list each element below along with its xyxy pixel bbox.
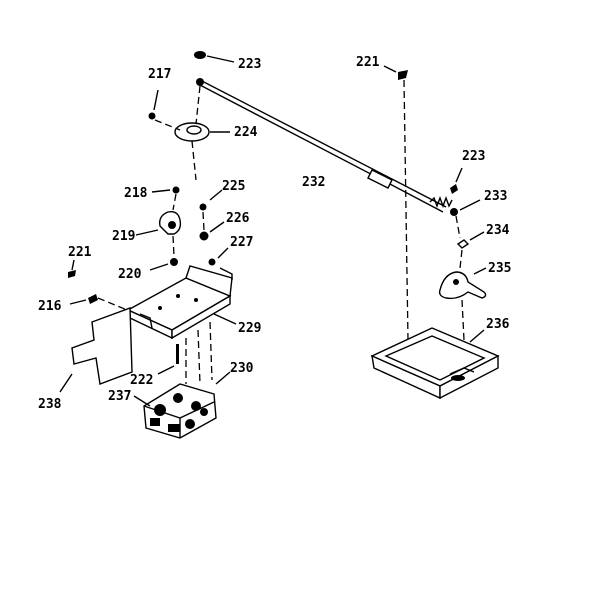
motor-230 (143, 371, 231, 439)
label-216: 216 (38, 299, 62, 314)
clip-223-top (194, 51, 206, 59)
label-224: 224 (234, 125, 258, 140)
label-221-right: 221 (356, 55, 380, 70)
label-232: 232 (302, 175, 325, 190)
label-226: 226 (226, 211, 250, 226)
label-237: 237 (108, 389, 131, 404)
plate-238 (59, 307, 133, 393)
lever-235 (438, 267, 487, 300)
part-216 (88, 294, 98, 304)
label-222: 222 (130, 373, 153, 388)
cam-219 (135, 210, 182, 236)
screw-218 (172, 186, 180, 194)
bracket-229 (126, 265, 237, 340)
spring-233 (429, 196, 458, 216)
clip-221-right (398, 70, 408, 80)
screw-217 (148, 112, 156, 120)
label-217: 217 (148, 67, 171, 82)
label-229: 229 (238, 321, 261, 336)
rod-232 (196, 78, 447, 213)
part-234 (456, 239, 470, 249)
label-238: 238 (38, 397, 62, 412)
label-223-right: 223 (462, 149, 485, 164)
part-227 (208, 258, 216, 266)
label-225: 225 (222, 179, 245, 194)
pin-222 (176, 344, 179, 364)
label-218: 218 (124, 186, 148, 201)
label-219: 219 (112, 229, 135, 244)
clip-221-left (68, 270, 76, 278)
tray-236 (370, 327, 500, 400)
label-227: 227 (230, 235, 253, 250)
label-223-top: 223 (238, 57, 261, 72)
washer-226 (199, 231, 209, 241)
disc-224 (174, 122, 230, 142)
label-230: 230 (230, 361, 254, 376)
clip-223-right (450, 184, 458, 194)
label-234: 234 (486, 223, 510, 238)
part-220 (170, 258, 178, 266)
screw-225 (199, 203, 207, 211)
label-221-left: 221 (68, 245, 92, 260)
label-220: 220 (118, 267, 142, 282)
label-233: 233 (484, 189, 507, 204)
label-236: 236 (486, 317, 510, 332)
label-235: 235 (488, 261, 511, 276)
